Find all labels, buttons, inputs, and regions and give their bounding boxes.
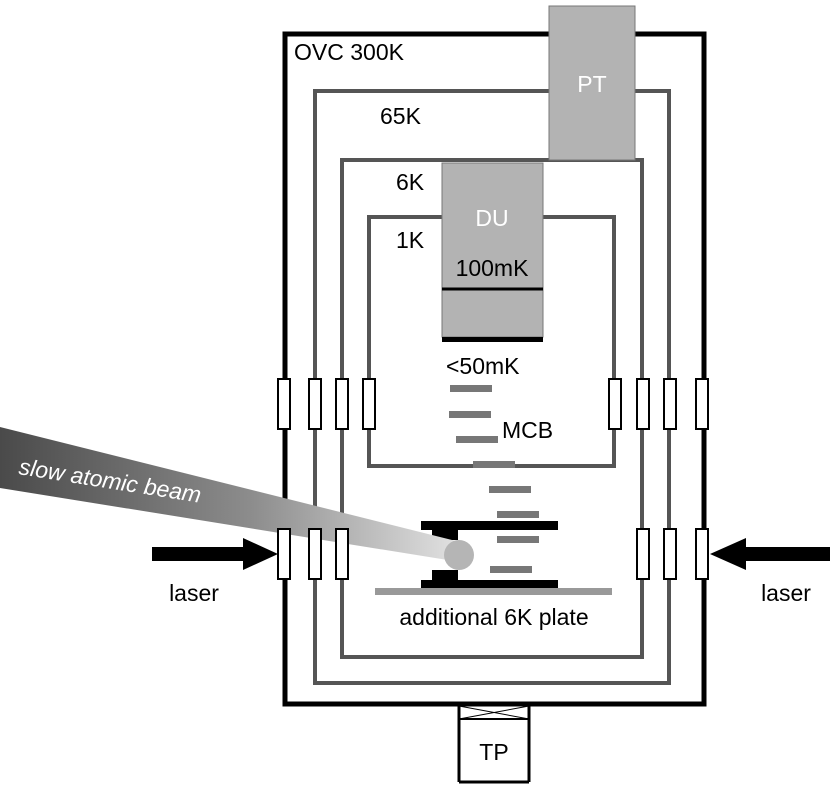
trap-electrode-bottom bbox=[421, 580, 558, 589]
pulse-tube bbox=[548, 5, 636, 161]
windows-upper bbox=[277, 378, 709, 430]
pulse-tube-label: PT bbox=[577, 71, 606, 97]
shield-1k-label: 1K bbox=[396, 227, 425, 253]
ovc-wall bbox=[282, 31, 707, 707]
turbo-pump bbox=[457, 705, 531, 784]
window bbox=[695, 528, 709, 580]
dilution-unit-label: DU bbox=[475, 205, 508, 231]
additional-6k-plate bbox=[375, 588, 612, 595]
laser-right-label: laser bbox=[761, 580, 811, 606]
plate-label: additional 6K plate bbox=[399, 604, 588, 630]
window bbox=[335, 528, 349, 580]
trap-electrode-bottom-step bbox=[432, 570, 458, 580]
mcb-bar bbox=[489, 486, 531, 493]
atom-cloud bbox=[444, 540, 474, 570]
ovc-label: OVC 300K bbox=[294, 39, 405, 65]
stage-100mk-label: 100mK bbox=[456, 255, 530, 281]
window bbox=[335, 378, 349, 430]
laser-arrow-right bbox=[710, 538, 830, 570]
shield-6k-label: 6K bbox=[396, 169, 425, 195]
stage-50mk-label: <50mK bbox=[446, 353, 520, 379]
mcb-bars bbox=[449, 385, 539, 573]
window bbox=[636, 378, 650, 430]
mcb-bar bbox=[456, 436, 498, 443]
stage-50mk-plate bbox=[442, 337, 543, 342]
turbo-pump-label: TP bbox=[479, 739, 508, 765]
window bbox=[277, 528, 291, 580]
window bbox=[663, 528, 677, 580]
dilution-unit bbox=[441, 162, 544, 338]
window bbox=[308, 378, 322, 430]
trap-electrode-top-step bbox=[432, 530, 458, 540]
mcb-bar bbox=[449, 411, 491, 418]
window bbox=[608, 378, 622, 430]
mcb-bar bbox=[497, 511, 539, 518]
shield-65k-label: 65K bbox=[380, 103, 422, 129]
atomic-beam bbox=[0, 427, 460, 562]
laser-arrow-left bbox=[152, 538, 278, 570]
window bbox=[362, 378, 376, 430]
window bbox=[277, 378, 291, 430]
mcb-bar bbox=[497, 536, 539, 543]
window bbox=[695, 378, 709, 430]
trap-electrode-top bbox=[421, 521, 558, 530]
window bbox=[636, 528, 650, 580]
window bbox=[308, 528, 322, 580]
mcb-bar bbox=[490, 566, 532, 573]
mcb-bar bbox=[473, 461, 515, 468]
laser-left-label: laser bbox=[169, 580, 219, 606]
window bbox=[663, 378, 677, 430]
mcb-label: MCB bbox=[502, 417, 553, 443]
windows-lower bbox=[277, 528, 709, 580]
mcb-bar bbox=[450, 385, 492, 392]
